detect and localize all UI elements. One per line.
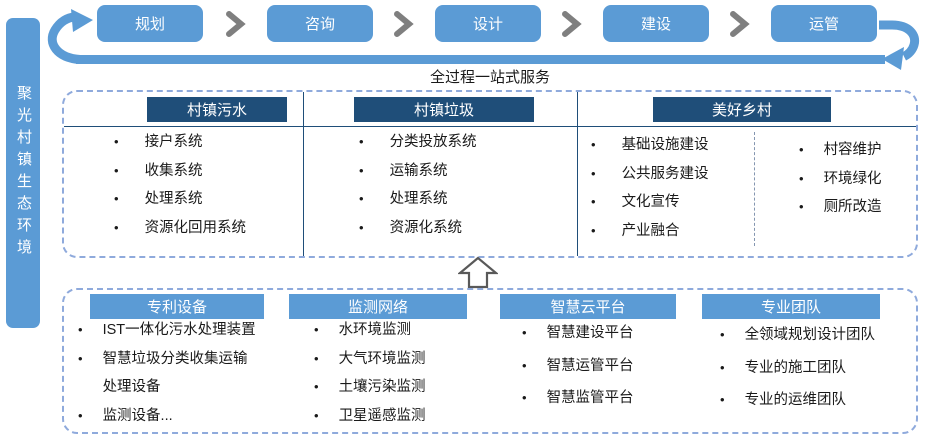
list-item: •土壤污染监测 [314, 373, 474, 402]
chevron-right-icon [730, 11, 750, 37]
chevron-right-icon [226, 11, 246, 37]
list-item: •运输系统 [359, 157, 559, 186]
bullet-icon: • [314, 407, 319, 423]
list-item: •智慧运管平台 [522, 350, 682, 383]
list-item: •基础设施建设 [591, 131, 751, 160]
list-item: •接户系统 [114, 128, 304, 157]
list-item: •水环境监测 [314, 316, 474, 345]
curved-arrow-left-icon [47, 12, 81, 64]
header-village-garbage: 村镇垃圾 [354, 97, 534, 122]
list-item: •产业融合 [591, 217, 751, 246]
capability-matrix-box: 专利设备 监测网络 智慧云平台 专业团队 •IST一体化污水处理装置 •智慧垃圾… [62, 288, 918, 434]
bullet-icon: • [314, 350, 319, 366]
bullet-icon: • [591, 222, 596, 238]
header-monitoring-network: 监测网络 [289, 294, 467, 319]
bullet-icon: • [799, 170, 804, 186]
list-item: •全领域规划设计团队 [720, 319, 900, 352]
flow-loop-line [76, 55, 885, 64]
header-patent-equipment: 专利设备 [90, 294, 264, 319]
bullet-icon: • [359, 191, 364, 207]
bullet-icon: • [720, 327, 725, 342]
bullet-icon: • [799, 142, 804, 157]
list-item: •收集系统 [114, 157, 304, 186]
list-item: •IST一体化污水处理装置 [78, 316, 270, 345]
list-item: •智慧垃圾分类收集运输处理设备 [78, 345, 270, 402]
bullet-icon: • [314, 379, 319, 395]
list-item: •环境绿化 [799, 165, 914, 194]
bullet-icon: • [114, 191, 119, 207]
chevron-right-icon [394, 11, 414, 37]
list-item: •处理系统 [359, 185, 559, 214]
bullet-icon: • [78, 350, 83, 366]
bullet-icon: • [522, 325, 527, 340]
service-matrix-box: 村镇污水 村镇垃圾 美好乡村 •接户系统 •收集系统 •处理系统 •资源化回用系… [62, 90, 918, 258]
curved-arrow-left-head-icon [71, 9, 93, 32]
bullet-icon: • [359, 162, 364, 178]
bullet-icon: • [78, 322, 83, 337]
matrix-divider [303, 92, 304, 256]
matrix-divider [577, 92, 578, 256]
list-item: •分类投放系统 [359, 128, 559, 157]
bullet-icon: • [720, 359, 725, 375]
flow-step-design: 设计 [435, 5, 541, 42]
bullet-icon: • [359, 219, 364, 235]
bullet-icon: • [591, 137, 596, 152]
garbage-item-list: •分类投放系统 •运输系统 •处理系统 •资源化系统 [359, 128, 559, 242]
bullet-icon: • [591, 165, 596, 181]
smart-cloud-item-list: •智慧建设平台 •智慧运管平台 •智慧监管平台 [522, 317, 682, 415]
header-professional-team: 专业团队 [702, 294, 880, 319]
up-arrow-icon [458, 256, 498, 289]
header-village-sewage: 村镇污水 [147, 97, 287, 122]
list-item: •处理系统 [114, 185, 304, 214]
bullet-icon: • [114, 162, 119, 178]
matrix-horizontal-rule [64, 126, 916, 127]
bullet-icon: • [359, 134, 364, 149]
flow-step-operation: 运管 [771, 5, 877, 42]
curved-arrow-right-icon [879, 20, 920, 61]
service-banner-title: 全过程一站式服务 [429, 69, 550, 86]
list-item: •厕所改造 [799, 193, 914, 222]
bullet-icon: • [114, 134, 119, 149]
list-item: •公共服务建设 [591, 160, 751, 189]
village-left-item-list: •基础设施建设 •公共服务建设 •文化宣传 •产业融合 [591, 131, 751, 245]
matrix-sub-divider [754, 132, 755, 246]
bullet-icon: • [522, 390, 527, 405]
list-item: •专业的运维团队 [720, 384, 900, 417]
chevron-right-icon [562, 11, 582, 37]
list-item: •智慧监管平台 [522, 382, 682, 415]
village-right-item-list: •村容维护 •环境绿化 •厕所改造 [799, 136, 914, 222]
brand-vertical-bar: 聚光村镇生态环境 [6, 18, 40, 328]
monitoring-network-item-list: •水环境监测 •大气环境监测 •土壤污染监测 •卫星遥感监测 [314, 316, 474, 430]
flow-loop-graphic [47, 9, 920, 70]
list-item: •村容维护 [799, 136, 914, 165]
flow-step-consulting: 咨询 [267, 5, 373, 42]
list-item: •资源化系统 [359, 214, 559, 243]
bullet-icon: • [591, 194, 596, 210]
bullet-icon: • [78, 407, 83, 423]
header-beautiful-village: 美好乡村 [653, 97, 831, 122]
bullet-icon: • [720, 392, 725, 407]
patent-equipment-item-list: •IST一体化污水处理装置 •智慧垃圾分类收集运输处理设备 •监测设备... [78, 316, 270, 430]
list-item: •监测设备... [78, 402, 270, 431]
list-item: •资源化回用系统 [114, 214, 304, 243]
list-item: •专业的施工团队 [720, 352, 900, 385]
list-item: •智慧建设平台 [522, 317, 682, 350]
bullet-icon: • [314, 322, 319, 337]
flow-step-planning: 规划 [97, 5, 203, 42]
flow-step-construction: 建设 [603, 5, 709, 42]
list-item: •文化宣传 [591, 188, 751, 217]
bullet-icon: • [522, 357, 527, 373]
list-item: •卫星遥感监测 [314, 402, 474, 431]
header-smart-cloud-platform: 智慧云平台 [500, 294, 676, 319]
curved-arrow-right-head-icon [882, 47, 904, 70]
brand-label: 聚光村镇生态环境 [15, 85, 32, 261]
professional-team-item-list: •全领域规划设计团队 •专业的施工团队 •专业的运维团队 [720, 319, 900, 417]
bullet-icon: • [114, 219, 119, 235]
list-item: •大气环境监测 [314, 345, 474, 374]
bullet-icon: • [799, 199, 804, 215]
sewage-item-list: •接户系统 •收集系统 •处理系统 •资源化回用系统 [114, 128, 304, 242]
